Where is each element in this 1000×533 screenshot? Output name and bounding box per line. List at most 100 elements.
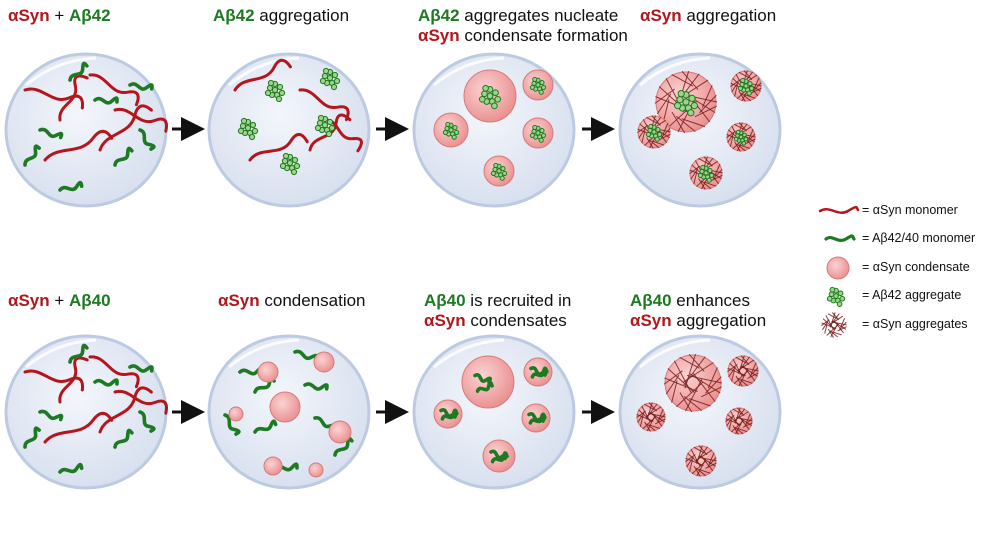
abeta42-aggregate (837, 290, 844, 297)
asyn-monomer (58, 356, 89, 404)
abeta42-aggregate (451, 134, 457, 140)
asyn-fibril (738, 416, 750, 430)
cell-bottom-3 (412, 334, 576, 490)
abeta42-aggregate (687, 109, 695, 117)
abeta42-aggregate (492, 89, 499, 97)
asyn-fibril (745, 413, 751, 424)
asyn-fibril (644, 403, 655, 411)
abeta42-aggregate (493, 162, 499, 168)
abeta42-aggregate (330, 83, 338, 91)
asyn-condensate (228, 406, 244, 422)
asyn-fibril (734, 123, 745, 131)
abeta42-aggregate (539, 128, 545, 134)
asyn-fibril (734, 411, 749, 421)
title-bottom-2: αSyn condensation (218, 291, 366, 310)
asyn-fibril (692, 373, 716, 402)
asyn-fibril (726, 417, 733, 427)
asyn-fibril (671, 380, 678, 403)
cell-top-2 (207, 52, 371, 208)
abeta42-aggregate (539, 80, 545, 86)
asyn-fibril (734, 141, 741, 152)
abeta-monomer (138, 128, 156, 151)
asyn-fibril (728, 366, 736, 378)
abeta42-aggregate (541, 132, 547, 138)
cell-body (207, 52, 371, 208)
asyn-fibril (646, 423, 656, 432)
asyn-fibril (645, 406, 662, 417)
abeta-monomer (23, 426, 41, 449)
title-bottom-4: Aβ40 enhances αSyn aggregation (630, 291, 767, 330)
abeta42-aggregate (645, 131, 651, 137)
label-ab42: Aβ42 (69, 6, 111, 25)
cell-highlight (639, 338, 711, 369)
asyn-fibril (698, 468, 711, 474)
asyn-fibril (698, 445, 708, 456)
asyn-fibril (744, 138, 756, 145)
abeta42-aggregate (240, 117, 248, 125)
abeta42-aggregate (833, 293, 839, 299)
abeta42-aggregate (682, 98, 690, 106)
asyn-fibril (829, 330, 839, 338)
asyn-fibril (705, 376, 722, 394)
abeta42-aggregate (266, 84, 274, 92)
abeta42-aggregate (248, 133, 256, 141)
asyn-fibril (690, 168, 699, 180)
abeta42-aggregate (478, 95, 486, 103)
title-top-2: Aβ42 aggregation (213, 6, 350, 25)
abeta-monomer (68, 343, 89, 364)
asyn-fibril (700, 180, 712, 190)
abeta-monomer (93, 96, 119, 105)
asyn-condensate (308, 462, 324, 478)
abeta42-aggregate (742, 132, 747, 138)
abeta42-aggregate (279, 162, 287, 170)
abeta42-aggregate (657, 131, 663, 137)
asyn-fibril (679, 356, 700, 369)
asyn-fibril (730, 79, 741, 88)
asyn-fibril (740, 92, 751, 102)
abeta42-aggregate (538, 89, 544, 95)
abeta42-aggregate (529, 84, 535, 90)
asyn-fibril (726, 130, 737, 139)
abeta42-aggregate (655, 127, 661, 133)
asyn-fibril (837, 326, 847, 332)
abeta42-aggregate (237, 127, 245, 135)
asyn-monomer (88, 355, 140, 389)
asyn-fibril (829, 315, 844, 325)
legend-aggregate-icon (829, 286, 836, 293)
abeta-monomer (333, 436, 354, 457)
abeta42-aggregate (328, 124, 336, 132)
abeta-monomer (303, 382, 329, 391)
asyn-fibril (728, 419, 733, 431)
asyn-fibril (732, 358, 743, 377)
asyn-fibril (688, 398, 711, 407)
abeta42-aggregate (452, 125, 458, 131)
abeta-monomer (38, 409, 64, 422)
asyn-fibril (737, 427, 748, 433)
asyn-fibril (738, 122, 747, 132)
asyn-fibril (735, 375, 743, 387)
asyn-fibril (698, 178, 706, 190)
abeta42-aggregate (538, 137, 544, 143)
legend-label-condensate: = αSyn condensate (862, 260, 970, 274)
asyn-condensate (269, 391, 301, 423)
asyn-fibril (651, 140, 665, 146)
asyn-monomer (113, 389, 168, 415)
abeta42-aggregate (733, 136, 739, 142)
title-top-3: Aβ42 aggregates nucleate αSyn condensate… (418, 6, 628, 45)
cell-highlight (25, 338, 97, 369)
asyn-fibril (750, 87, 762, 94)
asyn-fibril (654, 88, 675, 104)
asyn-fibril (688, 353, 705, 372)
asyn-fibril (725, 414, 735, 422)
abeta42-aggregate (321, 72, 329, 80)
abeta42-aggregate (486, 92, 494, 100)
legend-label-monomer-red: = αSyn monomer (862, 203, 958, 217)
asyn-fibril (825, 315, 834, 330)
abeta-monomer (23, 144, 41, 167)
asyn-fibril (683, 395, 703, 412)
abeta42-aggregate (747, 81, 753, 87)
asyn-fibril (821, 321, 829, 331)
cell-top-4 (618, 52, 782, 208)
asyn-fibril (667, 368, 695, 393)
abeta-monomer (113, 428, 134, 449)
